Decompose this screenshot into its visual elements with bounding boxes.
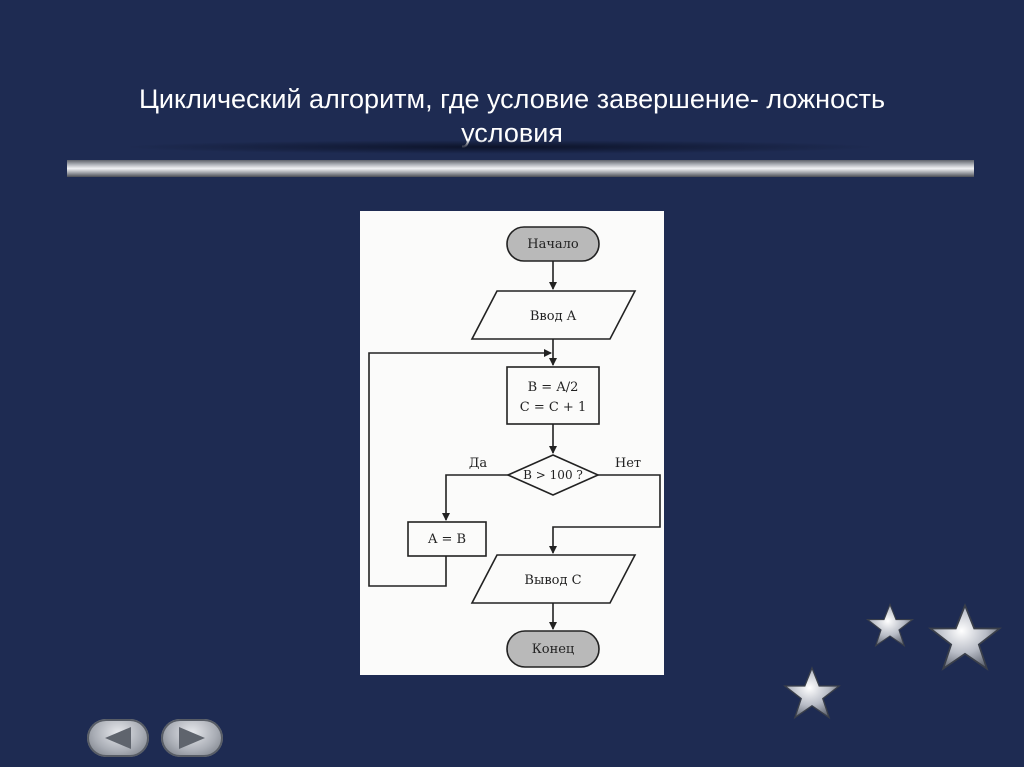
assign-label: A = B (427, 532, 466, 547)
title-divider (67, 160, 974, 177)
yes-label: Да (469, 456, 488, 471)
loop-back (368, 349, 552, 587)
yes-branch (442, 474, 508, 521)
star-icon (865, 602, 915, 648)
process-block (506, 366, 600, 425)
decision-block (506, 454, 600, 496)
no-branch (549, 474, 661, 554)
decorative-stars (783, 602, 1003, 720)
end-label: Конец (532, 642, 575, 657)
arrow-right-icon (179, 727, 205, 749)
process-label-2: C = C + 1 (520, 400, 586, 415)
flowchart-diagram: Начало Ввод A B = A/2 C = C + 1 B > 100 … (368, 226, 661, 668)
input-block (470, 290, 637, 340)
next-slide-button[interactable] (161, 719, 223, 757)
input-label: Ввод A (530, 309, 577, 324)
star-icon (783, 666, 841, 720)
assign-block (407, 521, 487, 557)
star-icon (927, 603, 1003, 671)
output-block (470, 554, 637, 604)
prev-slide-button[interactable] (87, 719, 149, 757)
end-terminal (506, 630, 600, 668)
flowchart-figure: Начало Ввод A B = A/2 C = C + 1 B > 100 … (360, 211, 664, 675)
title-shadow (120, 140, 880, 154)
slide-title: Циклический алгоритм, где условие заверш… (80, 82, 944, 150)
start-label: Начало (527, 237, 579, 252)
slide-title-line1: Циклический алгоритм, где условие заверш… (138, 84, 886, 114)
condition-label: B > 100 ? (523, 468, 583, 482)
output-label: Вывод C (524, 573, 581, 588)
no-label: Нет (615, 456, 641, 471)
arrow-left-icon (105, 727, 131, 749)
process-label-1: B = A/2 (528, 380, 579, 395)
